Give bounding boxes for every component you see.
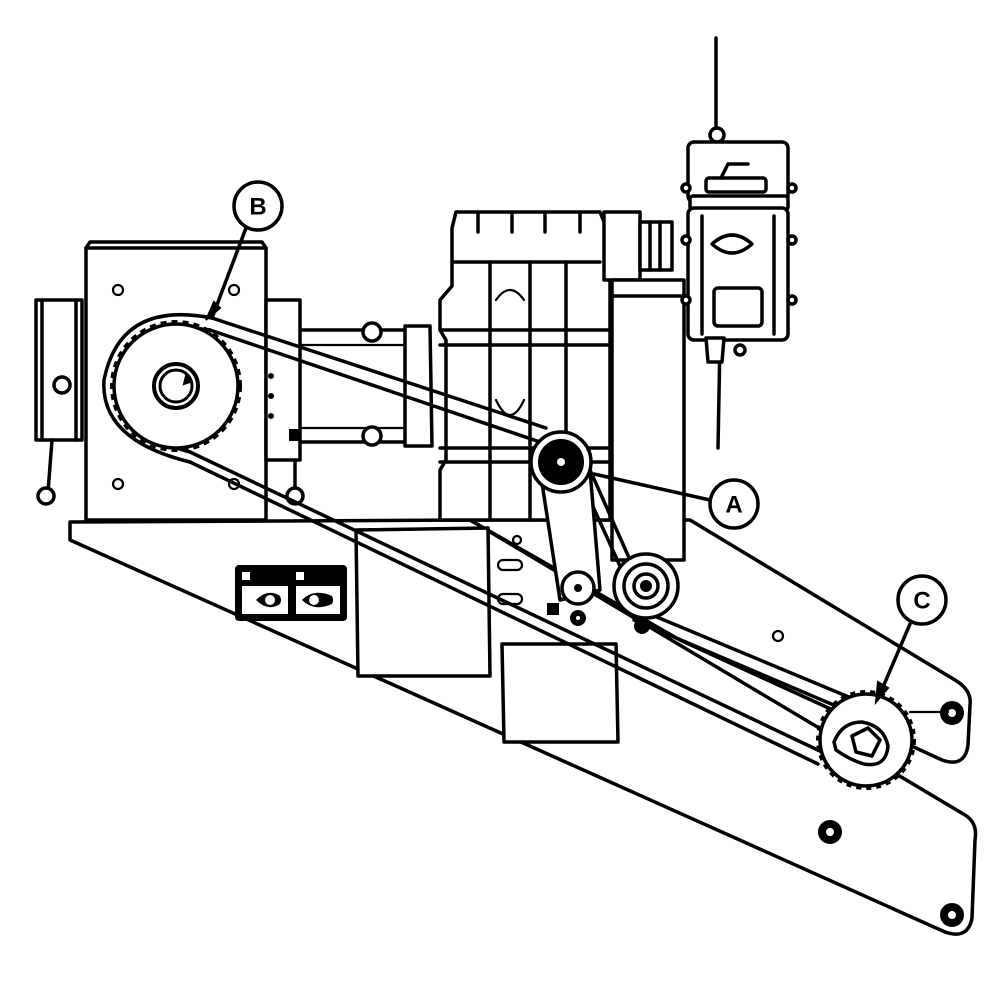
tensioner-pulley <box>612 552 680 634</box>
upper-drive-sprocket <box>110 320 242 452</box>
warning-label <box>235 565 347 621</box>
callout-b-label: B <box>249 194 266 221</box>
callout-c-label: C <box>913 588 930 615</box>
callout-a: A <box>592 472 760 530</box>
callout-b: B <box>205 180 284 321</box>
callout-a-label: A <box>725 492 742 519</box>
lower-driven-sprocket <box>816 690 950 790</box>
idler-pulley <box>529 430 593 494</box>
callout-c: C <box>874 574 948 706</box>
control-box <box>680 36 798 450</box>
